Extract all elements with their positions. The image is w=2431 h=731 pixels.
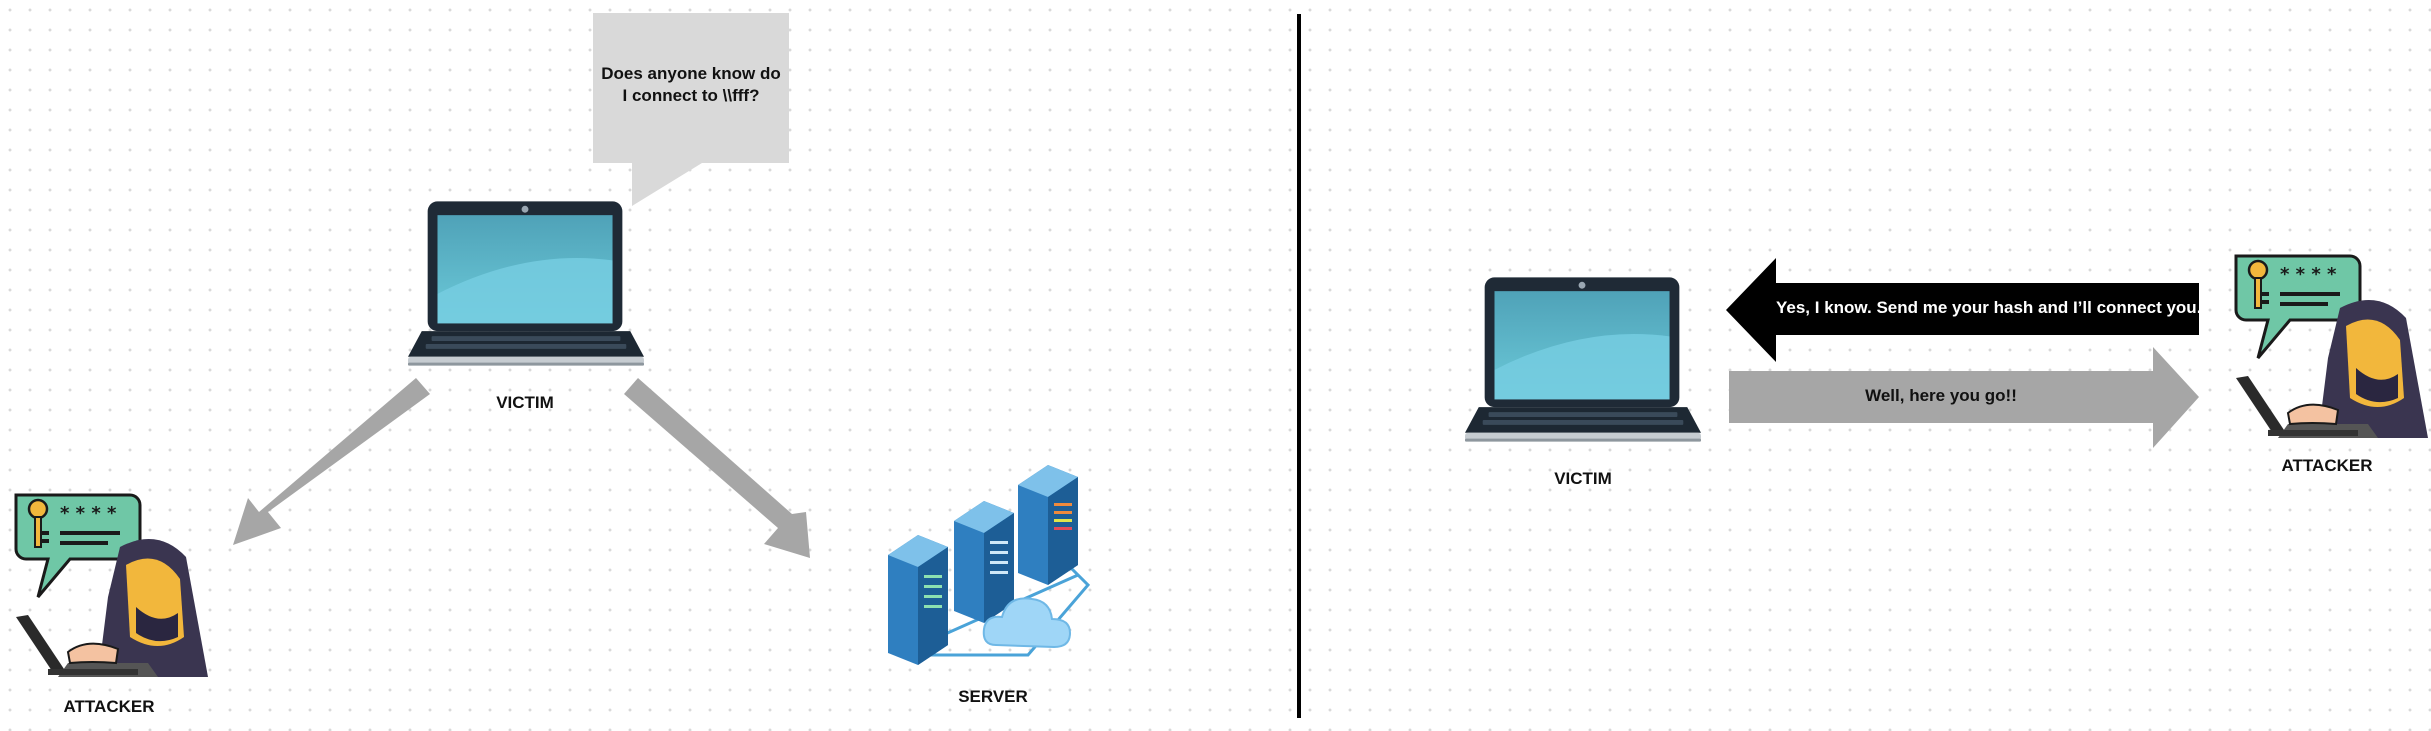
server-rack-icon [886, 463, 1090, 665]
arrow-attacker-to-victim [1726, 258, 2199, 362]
speech-bubble-text: Does anyone know do I connect to \\fff? [596, 63, 786, 107]
attacker-message-text: Yes, I know. Send me your hash and I’ll … [1776, 298, 2202, 317]
speech-bubble-line-2: I connect to \\fff? [622, 86, 760, 105]
right-attacker-label: ATTACKER [2281, 456, 2373, 475]
left-attacker-label: ATTACKER [63, 697, 155, 716]
victim-reply-text: Well, here you go!! [1865, 386, 2017, 405]
left-speech-bubble [593, 13, 789, 206]
arrow-victim-to-attacker [233, 378, 430, 545]
right-attacker-icon [2234, 254, 2428, 438]
left-victim-label: VICTIM [496, 393, 554, 412]
left-victim-laptop-icon [408, 201, 644, 366]
arrow-victim-to-server [624, 378, 810, 558]
right-victim-laptop-icon [1465, 277, 1701, 442]
server-label: SERVER [958, 687, 1028, 706]
arrow-victim-to-attacker-reply [1729, 347, 2199, 448]
right-victim-label: VICTIM [1554, 469, 1612, 488]
speech-bubble-line-1: Does anyone know do [601, 64, 781, 83]
left-attacker-icon [14, 493, 208, 677]
